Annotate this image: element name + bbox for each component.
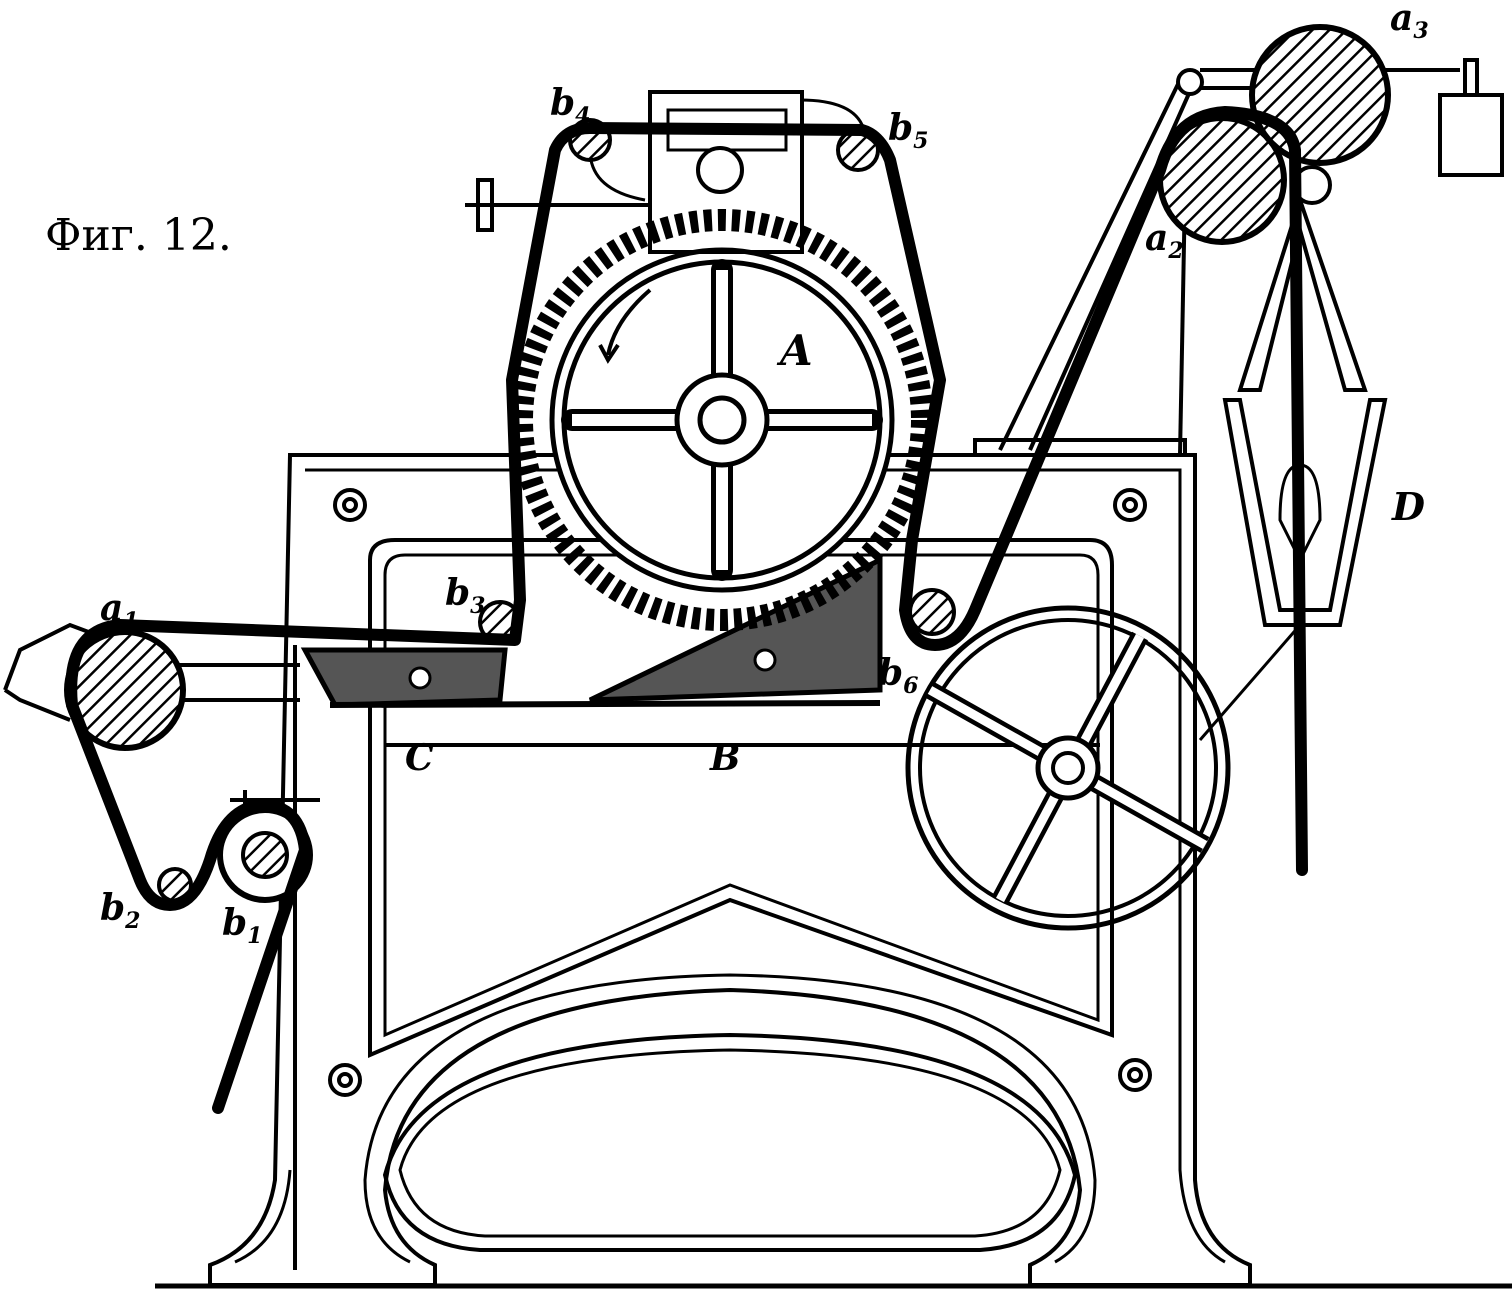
label-b: B [709, 737, 740, 779]
tray-c [300, 647, 508, 708]
flywheel [905, 605, 1302, 931]
label-a3: a3 [1390, 0, 1429, 44]
label-a1: a1 [100, 587, 139, 634]
label-c: C [405, 737, 434, 779]
label-b1: b1 [222, 902, 262, 949]
label-b6: b6 [878, 652, 918, 699]
label-a2: a2 [1145, 217, 1184, 264]
label-a: A [776, 326, 813, 375]
label-b4: b4 [550, 82, 590, 129]
brush-drum-a [511, 209, 933, 631]
figure-caption: Фиг. 12. [45, 210, 232, 261]
label-b3: b3 [445, 572, 485, 619]
label-d: D [1391, 484, 1425, 529]
fabric-belt [65, 106, 1308, 1114]
roller-b1 [217, 807, 313, 903]
label-b2: b2 [100, 887, 140, 934]
roller-a3 [1249, 24, 1391, 166]
machine-frame [208, 438, 1252, 1287]
roller-b6 [908, 588, 956, 636]
label-b5: b5 [888, 107, 928, 154]
top-bracket [465, 90, 867, 254]
